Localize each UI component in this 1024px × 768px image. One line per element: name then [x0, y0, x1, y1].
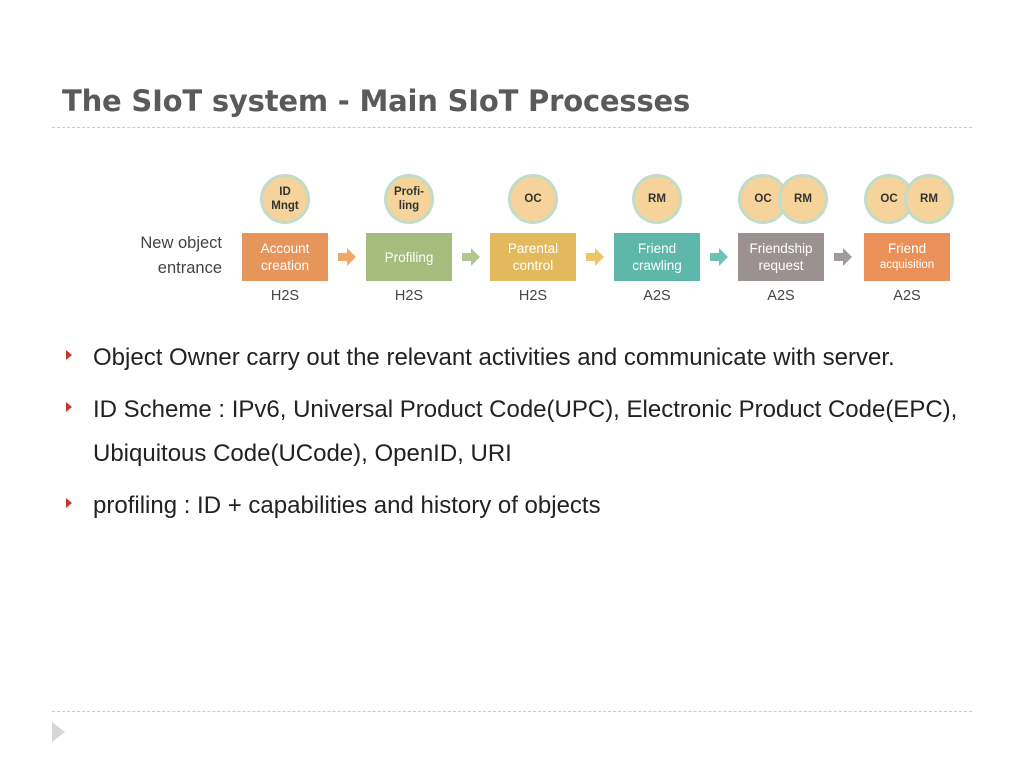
- flow-arrow-icon: [710, 248, 728, 266]
- flow-arrow-icon: [586, 248, 604, 266]
- bullet-text: profiling : ID + capabilities and histor…: [93, 492, 601, 519]
- interaction-mode-label: A2S: [643, 288, 671, 304]
- flow-arrow-icon: [834, 248, 852, 266]
- bullet-list: Object Owner carry out the relevant acti…: [62, 336, 982, 536]
- process-badge: RM: [632, 174, 682, 224]
- bullet-item: ID Scheme : IPv6, Universal Product Code…: [62, 388, 982, 476]
- interaction-mode-label: A2S: [767, 288, 795, 304]
- interaction-mode-label: A2S: [893, 288, 921, 304]
- bullet-text: Object Owner carry out the relevant acti…: [93, 344, 895, 371]
- process-badge: RM: [904, 174, 954, 224]
- footer-divider: [52, 711, 972, 712]
- bullet-triangle-icon: [66, 350, 72, 360]
- bullet-item: Object Owner carry out the relevant acti…: [62, 336, 982, 380]
- bullet-item: profiling : ID + capabilities and histor…: [62, 484, 982, 528]
- flow-arrow-icon: [462, 248, 480, 266]
- process-badge: Profi-ling: [384, 174, 434, 224]
- bullet-triangle-icon: [66, 498, 72, 508]
- next-slide-arrow-icon[interactable]: [52, 722, 65, 742]
- slide-title: The SIoT system - Main SIoT Processes: [62, 84, 691, 118]
- process-badge: RM: [778, 174, 828, 224]
- title-divider: [52, 127, 972, 128]
- interaction-mode-label: H2S: [518, 288, 548, 304]
- flow-arrow-icon: [338, 248, 356, 266]
- bullet-triangle-icon: [66, 402, 72, 412]
- interaction-mode-label: H2S: [394, 288, 424, 304]
- bullet-text: ID Scheme : IPv6, Universal Product Code…: [93, 396, 958, 467]
- interaction-mode-label: H2S: [270, 288, 300, 304]
- process-badge: OC: [508, 174, 558, 224]
- new-object-entrance-label: New object entrance: [140, 234, 222, 277]
- process-box: Profiling: [366, 233, 452, 281]
